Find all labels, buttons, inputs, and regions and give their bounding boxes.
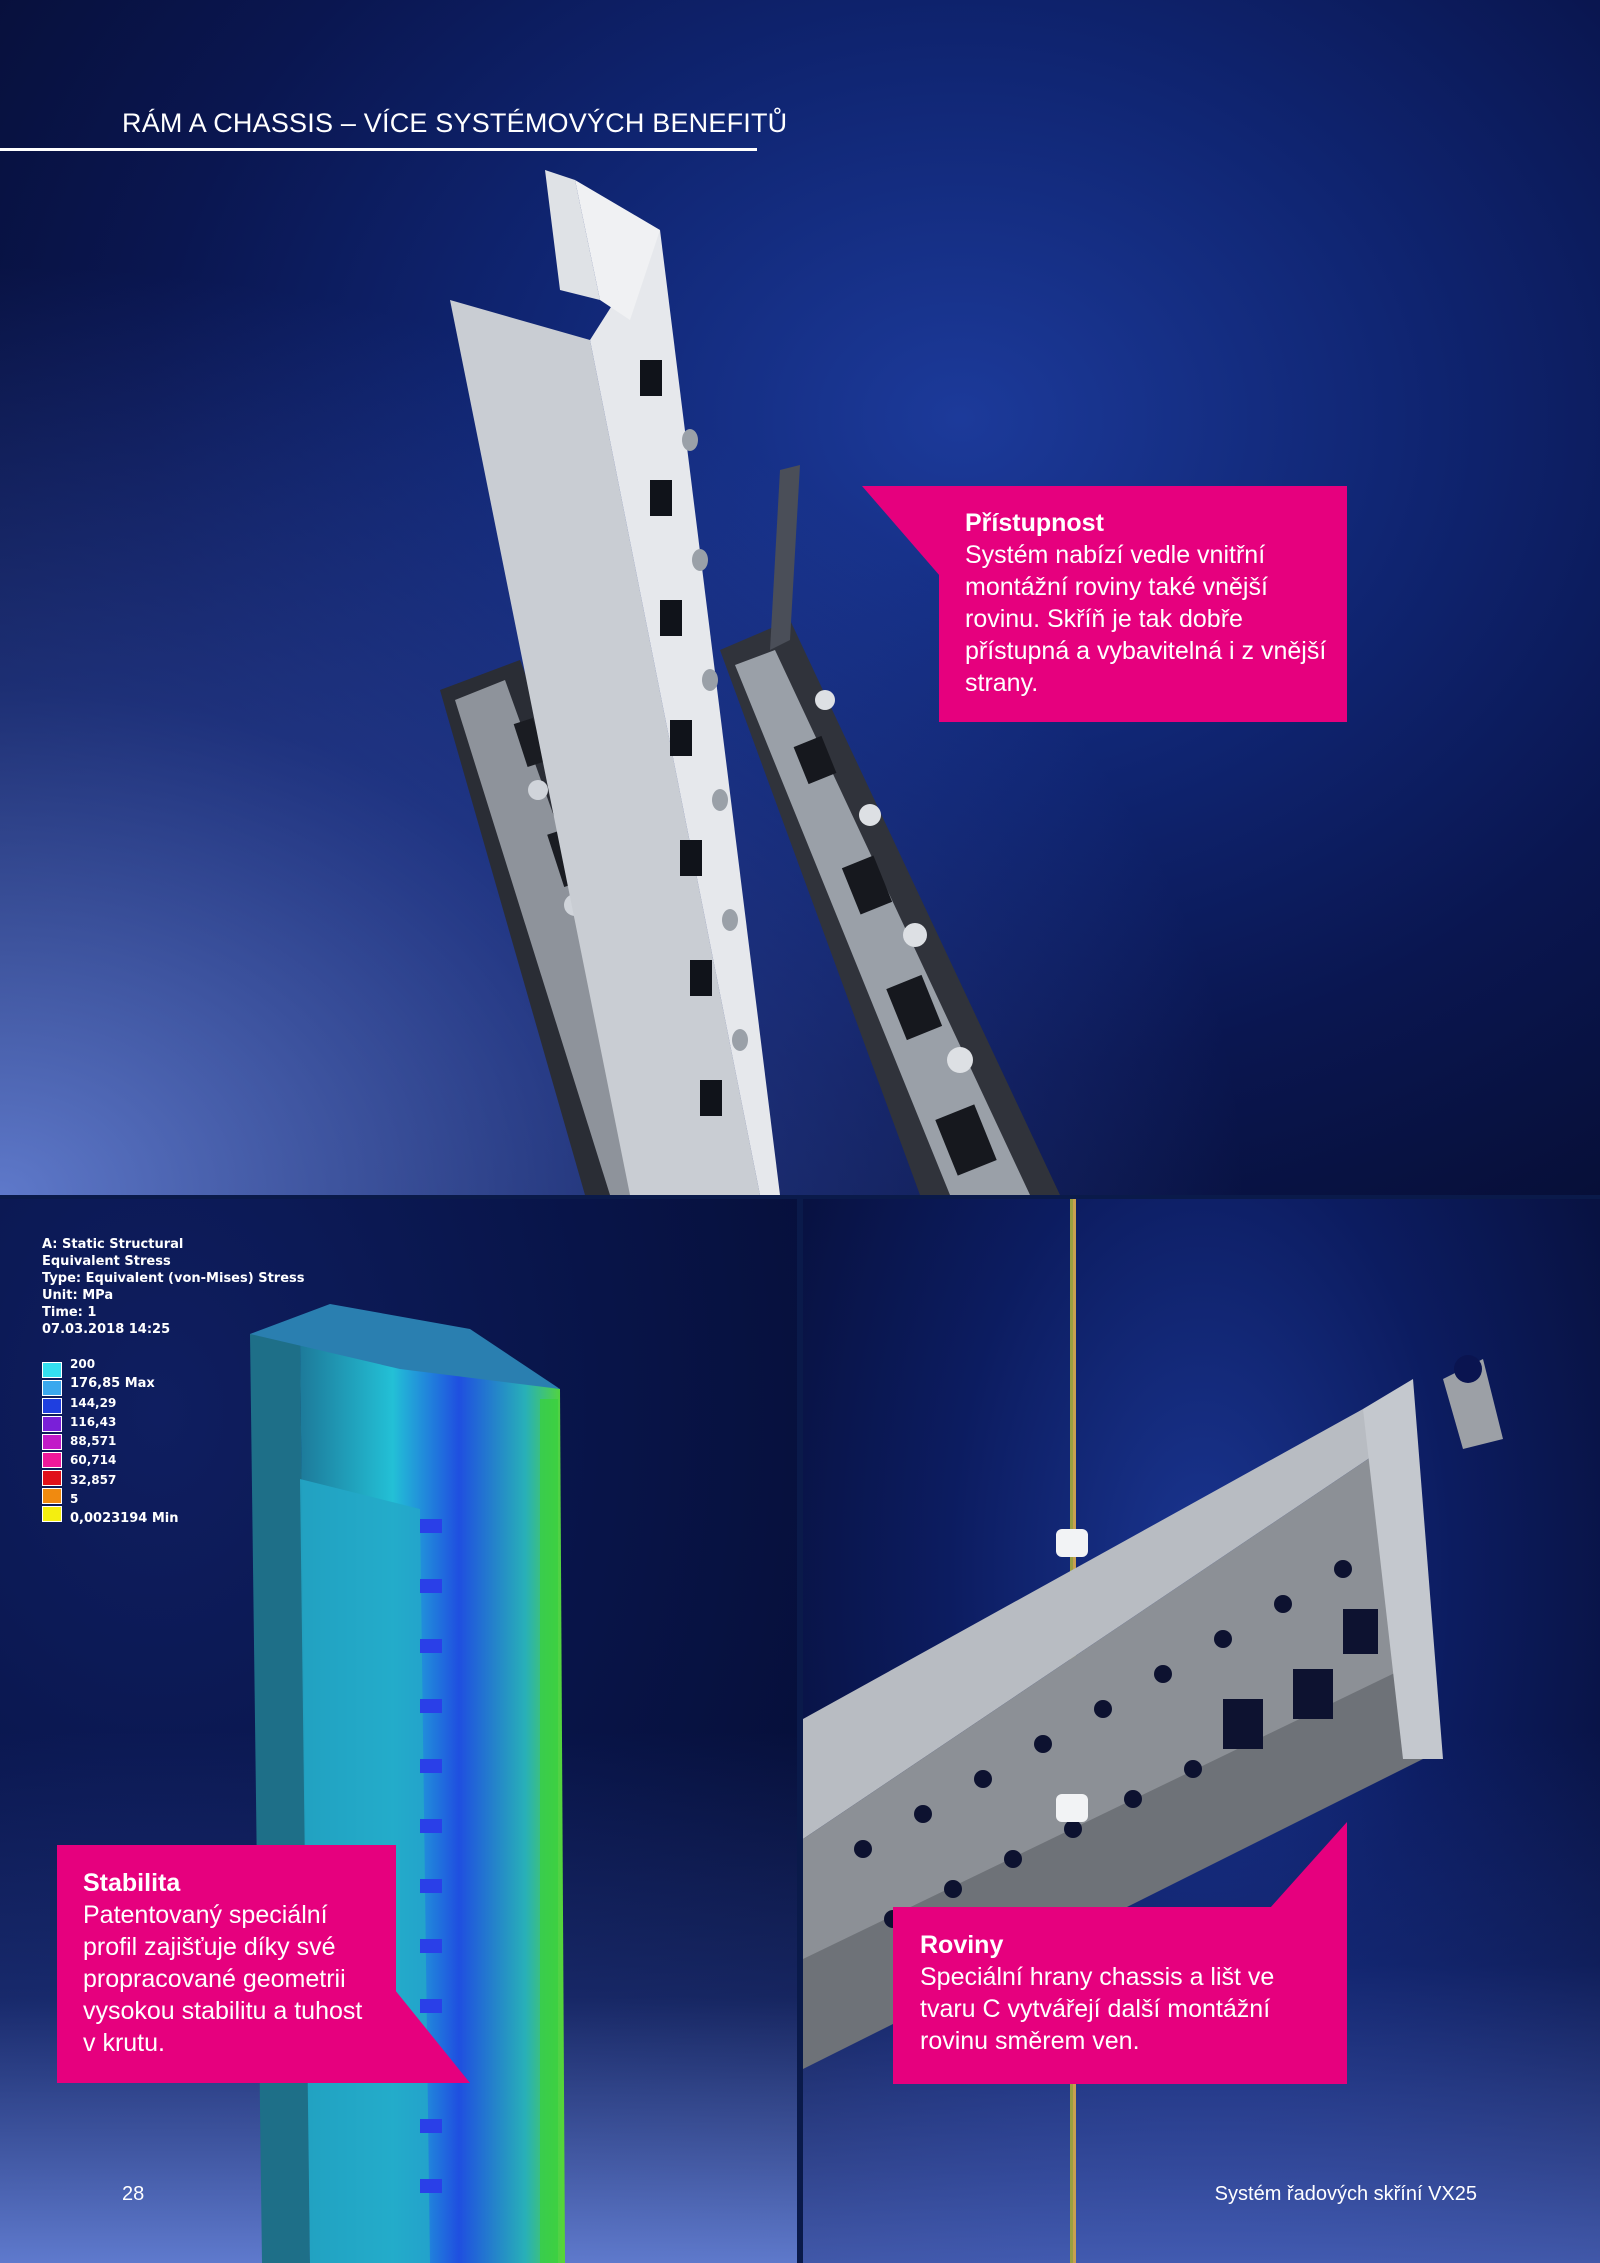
- scale-label: 116,43: [70, 1414, 117, 1429]
- callout-line: Speciální hrany chassis a lišt ve: [920, 1963, 1275, 1991]
- callout-line: přístupná a vybavitelná i z vnější: [965, 637, 1327, 665]
- hero-image-panel: [0, 0, 1600, 1195]
- stress-scale-labels: 200 176,85 Max 144,29 116,43 88,571 60,7…: [70, 1355, 178, 1529]
- simulation-info-line: Equivalent Stress: [42, 1254, 171, 1269]
- callout-line: rovinu směrem ven.: [920, 2027, 1140, 2055]
- callout-line: Systém nabízí vedle vnitřní: [965, 541, 1266, 569]
- callout-line: rovinu. Skříň je tak dobře: [965, 605, 1243, 633]
- right-rail: [720, 465, 1060, 1195]
- callout-pointer-roviny: [1270, 1822, 1347, 1908]
- scale-label: 5: [70, 1492, 79, 1507]
- callout-title: Stabilita: [83, 1869, 181, 1897]
- scale-swatch: [42, 1416, 62, 1432]
- callout-line: propracované geometrii: [83, 1965, 346, 1993]
- footer-title: Systém řadových skříní VX25: [1214, 2183, 1477, 2205]
- simulation-info-line: A: Static Structural: [42, 1237, 184, 1252]
- scale-label: 60,714: [70, 1453, 117, 1468]
- stress-color-scale: [42, 1362, 62, 1524]
- callout-line: montážní roviny také vnější: [965, 573, 1268, 601]
- simulation-info-line: Time: 1: [42, 1305, 97, 1320]
- callout-title: Přístupnost: [965, 509, 1104, 537]
- callout-pristupnost: Přístupnost Systém nabízí vedle vnitřní …: [939, 486, 1347, 722]
- scale-label: 200: [70, 1357, 96, 1371]
- simulation-info-line: Unit: MPa: [42, 1288, 114, 1303]
- callout-stabilita: Stabilita Patentovaný speciální profil z…: [57, 1845, 396, 2083]
- stress-simulation-panel: [0, 1199, 797, 2263]
- page-title: RÁM A CHASSIS – VÍCE SYSTÉMOVÝCH BENEFIT…: [122, 108, 788, 138]
- simulation-info-line: Type: Equivalent (von-Mises) Stress: [42, 1271, 305, 1286]
- callout-line: Patentovaný speciální: [83, 1901, 328, 1929]
- simulation-info-line: 07.03.2018 14:25: [42, 1322, 171, 1337]
- scale-label: 144,29: [70, 1395, 117, 1410]
- chassis-rail-panel: [803, 1199, 1600, 2263]
- page-number: 28: [122, 2183, 145, 2205]
- scale-swatch: [42, 1488, 62, 1504]
- scale-swatch: [42, 1362, 62, 1378]
- scale-label: 0,0023194 Min: [70, 1511, 179, 1527]
- title-underline: [0, 148, 757, 151]
- scale-label: 176,85 Max: [70, 1376, 155, 1392]
- callout-line: v krutu.: [83, 2029, 165, 2057]
- white-profile: [450, 170, 780, 1195]
- scale-swatch: [42, 1452, 62, 1468]
- scale-swatch: [42, 1380, 62, 1396]
- scale-label: 32,857: [70, 1472, 117, 1487]
- scale-swatch: [42, 1434, 62, 1450]
- callout-pointer-stabilita: [395, 1990, 470, 2083]
- scale-swatch: [42, 1506, 62, 1522]
- callout-line: strany.: [965, 669, 1039, 697]
- simulation-info: A: Static Structural Equivalent Stress T…: [42, 1236, 305, 1338]
- callout-pointer-pristupnost: [862, 486, 940, 576]
- callout-line: vysokou stabilitu a tuhost: [83, 1997, 363, 2025]
- callout-line: tvaru C vytvářejí další montážní: [920, 1995, 1271, 2023]
- scale-swatch: [42, 1398, 62, 1414]
- scale-swatch: [42, 1470, 62, 1486]
- chassis-rail-illustration: [803, 1199, 1503, 2263]
- callout-line: profil zajišťuje díky své: [83, 1933, 336, 1961]
- callout-roviny: Roviny Speciální hrany chassis a lišt ve…: [893, 1907, 1347, 2084]
- frame-profile-illustration: [440, 170, 1060, 1195]
- scale-label: 88,571: [70, 1434, 117, 1449]
- callout-title: Roviny: [920, 1931, 1004, 1959]
